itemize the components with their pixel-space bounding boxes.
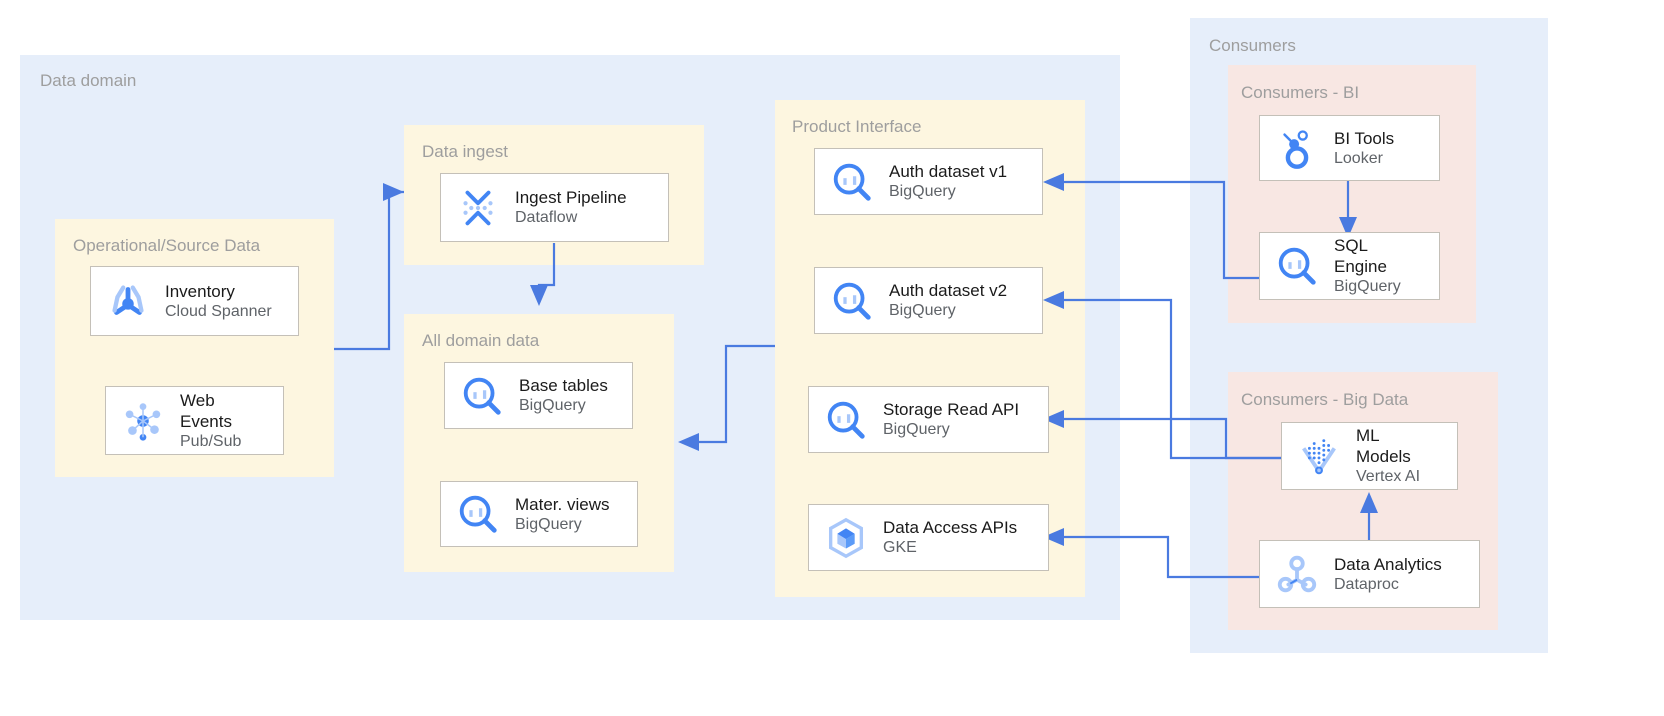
- card-inventory[interactable]: Inventory Cloud Spanner: [90, 266, 299, 336]
- bigquery-icon: [459, 495, 497, 533]
- card-auth-dataset-v1-text: Auth dataset v1 BigQuery: [889, 161, 1007, 202]
- card-data-analytics-title: Data Analytics: [1334, 554, 1442, 574]
- card-base-tables-text: Base tables BigQuery: [519, 375, 608, 416]
- cloud-spanner-icon: [112, 285, 144, 315]
- card-mater-views[interactable]: Mater. views BigQuery: [440, 481, 638, 547]
- card-inventory-text: Inventory Cloud Spanner: [165, 281, 272, 322]
- card-auth-dataset-v2[interactable]: Auth dataset v2 BigQuery: [814, 267, 1043, 334]
- card-bi-tools-subtitle: Looker: [1334, 149, 1383, 167]
- card-data-access-apis-subtitle: GKE: [883, 539, 917, 556]
- card-auth-dataset-v1-subtitle: BigQuery: [889, 183, 956, 200]
- card-inventory-subtitle: Cloud Spanner: [165, 302, 272, 320]
- card-auth-dataset-v2-text: Auth dataset v2 BigQuery: [889, 280, 1007, 321]
- gke-icon: [828, 517, 864, 558]
- card-ingest-pipeline-subtitle: Dataflow: [515, 209, 578, 226]
- bigquery-icon: [1278, 247, 1316, 285]
- pubsub-icon: [125, 402, 161, 441]
- card-web-events-subtitle: Pub/Sub: [180, 432, 242, 450]
- card-auth-dataset-v2-subtitle: BigQuery: [889, 302, 956, 319]
- card-sql-engine-title: SQL Engine: [1334, 236, 1387, 276]
- panel-product-interface-label: Product Interface: [792, 117, 922, 136]
- panel-data-ingest-label: Data ingest: [422, 142, 508, 161]
- panel-data-domain-label: Data domain: [40, 71, 137, 90]
- card-bi-tools-title: BI Tools: [1334, 128, 1395, 148]
- card-ml-models-text: ML Models Vertex AI: [1356, 425, 1420, 487]
- bigquery-icon: [833, 282, 871, 320]
- panel-consumers-big-data-label: Consumers - Big Data: [1241, 390, 1409, 409]
- card-mater-views-title: Mater. views: [515, 494, 610, 514]
- card-sql-engine-subtitle: BigQuery: [1334, 278, 1401, 295]
- looker-icon: [1283, 130, 1309, 169]
- card-auth-dataset-v1-title: Auth dataset v1: [889, 162, 1008, 181]
- card-ml-models-title: ML Models: [1356, 426, 1411, 466]
- card-ingest-pipeline-title: Ingest Pipeline: [515, 188, 627, 207]
- bigquery-icon: [833, 163, 871, 201]
- card-inventory-title: Inventory: [165, 281, 235, 301]
- bigquery-icon: [827, 401, 865, 439]
- card-ml-models-subtitle: Vertex AI: [1356, 468, 1421, 485]
- panel-all-domain-data-label: All domain data: [422, 331, 540, 350]
- card-bi-tools-text: BI Tools Looker: [1334, 128, 1394, 169]
- card-storage-read-api-title: Storage Read API: [883, 400, 1020, 419]
- panel-consumers-bi-label: Consumers - BI: [1241, 83, 1360, 102]
- card-base-tables-subtitle: BigQuery: [519, 397, 586, 414]
- card-mater-views-text: Mater. views BigQuery: [515, 494, 609, 535]
- card-data-access-apis-title: Data Access APIs: [883, 518, 1018, 537]
- card-sql-engine-text: SQL Engine BigQuery: [1334, 235, 1401, 297]
- card-data-analytics-subtitle: Dataproc: [1334, 575, 1399, 593]
- card-ingest-pipeline-text: Ingest Pipeline Dataflow: [515, 187, 627, 228]
- panel-consumers-label: Consumers: [1209, 36, 1296, 55]
- card-storage-read-api-subtitle: BigQuery: [883, 421, 950, 438]
- bigquery-icon: [463, 377, 501, 415]
- card-auth-dataset-v1[interactable]: Auth dataset v1 BigQuery: [814, 148, 1043, 215]
- card-web-events-title: Web Events: [180, 390, 232, 431]
- card-ml-models[interactable]: ML Models Vertex AI: [1281, 422, 1458, 490]
- card-bi-tools[interactable]: BI Tools Looker: [1259, 115, 1440, 181]
- card-mater-views-subtitle: BigQuery: [515, 515, 582, 533]
- card-data-analytics-text: Data Analytics Dataproc: [1334, 554, 1442, 595]
- card-data-access-apis-text: Data Access APIs GKE: [883, 517, 1017, 558]
- card-web-events-text: Web Events Pub/Sub: [180, 390, 241, 452]
- panel-operational-source-data-label: Operational/Source Data: [73, 236, 261, 255]
- card-ingest-pipeline[interactable]: Ingest Pipeline Dataflow: [440, 173, 669, 242]
- card-sql-engine[interactable]: SQL Engine BigQuery: [1259, 232, 1440, 300]
- card-storage-read-api[interactable]: Storage Read API BigQuery: [808, 386, 1049, 453]
- card-data-analytics[interactable]: Data Analytics Dataproc: [1259, 540, 1480, 608]
- vertex-ai-icon: [1302, 439, 1336, 475]
- dataflow-icon: [463, 190, 493, 225]
- card-data-access-apis[interactable]: Data Access APIs GKE: [808, 504, 1049, 571]
- card-base-tables-title: Base tables: [519, 376, 608, 395]
- card-auth-dataset-v2-title: Auth dataset v2: [889, 281, 1008, 300]
- card-base-tables[interactable]: Base tables BigQuery: [444, 362, 633, 429]
- dataproc-icon: [1277, 555, 1317, 593]
- card-storage-read-api-text: Storage Read API BigQuery: [883, 399, 1019, 440]
- card-web-events[interactable]: Web Events Pub/Sub: [105, 386, 284, 455]
